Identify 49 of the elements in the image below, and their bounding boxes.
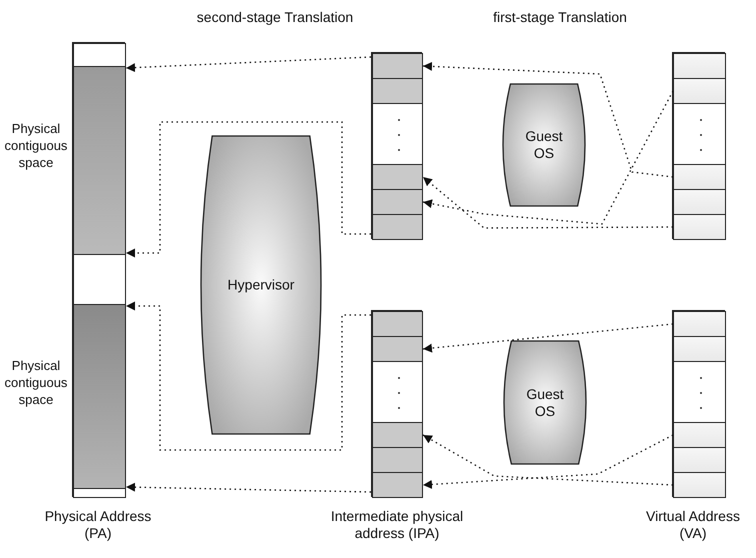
memory-block xyxy=(673,472,726,498)
memory-block xyxy=(673,311,726,337)
memory-block xyxy=(372,103,423,165)
memory-block xyxy=(673,214,726,240)
beside-text: Physical contiguous space xyxy=(4,356,68,408)
memory-block xyxy=(372,53,423,79)
memory-block xyxy=(673,78,726,104)
memory-block xyxy=(372,447,423,473)
dotted-arrow xyxy=(422,90,674,225)
memory-block xyxy=(372,422,423,448)
column-caption: Physical Address (PA) xyxy=(44,508,152,542)
memory-column xyxy=(672,52,725,239)
memory-block xyxy=(673,103,726,165)
stage-heading: first-stage Translation xyxy=(492,9,628,26)
memory-block xyxy=(372,78,423,104)
memory-block xyxy=(673,447,726,473)
memory-block xyxy=(372,214,423,240)
memory-column xyxy=(371,52,422,239)
dotted-arrow xyxy=(126,302,371,451)
node-label: Guest OS xyxy=(524,128,564,162)
memory-column xyxy=(371,310,422,497)
dotted-arrow xyxy=(422,323,674,353)
memory-block xyxy=(372,336,423,362)
memory-block xyxy=(673,53,726,79)
node-label: Hypervisor xyxy=(226,276,296,294)
memory-block xyxy=(673,422,726,448)
memory-block xyxy=(73,43,126,67)
memory-block xyxy=(673,361,726,423)
dotted-arrow xyxy=(422,62,674,178)
dotted-arrow xyxy=(422,176,673,229)
column-caption: Intermediate physical address (IPA) xyxy=(330,508,464,542)
memory-block xyxy=(372,189,423,215)
memory-column xyxy=(672,310,725,497)
memory-block xyxy=(673,336,726,362)
memory-block xyxy=(673,189,726,215)
memory-block xyxy=(73,488,126,498)
dotted-arrow xyxy=(126,121,371,258)
beside-text: Physical contiguous space xyxy=(4,120,68,172)
memory-block xyxy=(73,254,126,305)
node-label: Guest OS xyxy=(525,386,565,420)
memory-block xyxy=(372,164,423,190)
stage-heading: second-stage Translation xyxy=(196,9,354,26)
dotted-arrow xyxy=(126,482,372,493)
memory-block xyxy=(372,361,423,423)
memory-block xyxy=(673,164,726,190)
dotted-arrow xyxy=(126,56,372,72)
memory-block xyxy=(372,311,423,337)
column-caption: Virtual Address (VA) xyxy=(645,508,741,542)
memory-block xyxy=(372,472,423,498)
